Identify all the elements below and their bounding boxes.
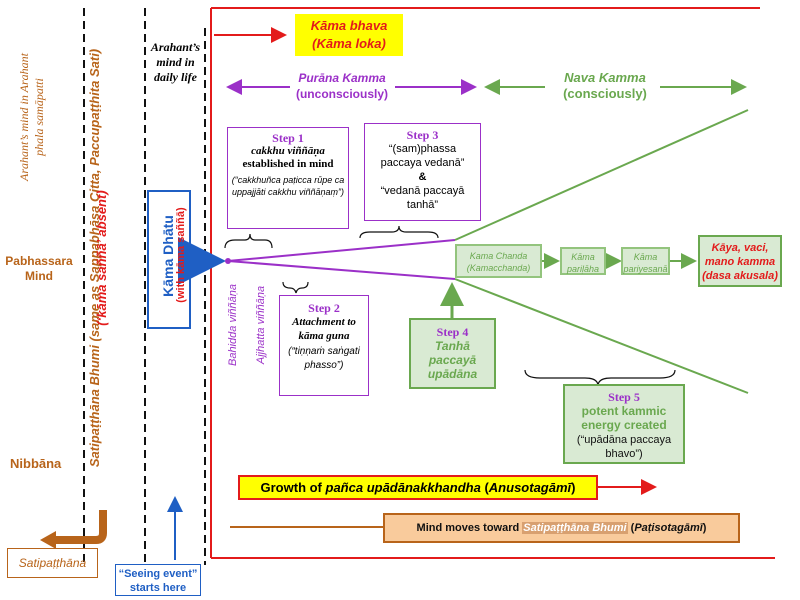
growth-box: Growth of pañca upādānakkhandha (Anusota… xyxy=(238,475,598,500)
kama-bhava-line1: Kāma bhava xyxy=(310,18,388,33)
step2-line2: kāma guna xyxy=(298,330,350,342)
nava-kamma-label: Nava Kamma (consciously) xyxy=(545,70,665,102)
purana-kamma-line1: Purāna Kamma xyxy=(298,71,386,85)
final-line2: mano kamma xyxy=(704,256,776,268)
step2-box: Step 2 Attachment to kāma guna (“tiṇṇaṁ … xyxy=(279,295,369,396)
bahidda-vinnana-label: Bahidda viññāṇa xyxy=(227,284,239,366)
kama-bhava-line2: (Kāma loka) xyxy=(312,36,386,51)
step5-title: Step 5 xyxy=(608,390,640,404)
kama-pariyesana-box: Kāma pariyesanā xyxy=(621,247,670,275)
growth-prefix: Growth of xyxy=(260,480,326,495)
arahant-daily-label: Arahant’s mind in daily life xyxy=(150,40,201,84)
purple-ray-upper xyxy=(227,239,456,262)
growth-suffix: ( xyxy=(480,480,489,495)
step1-box: Step 1 cakkhu viññāṇa established in min… xyxy=(227,127,349,229)
step4-line1: Tanhā xyxy=(435,339,470,353)
mind-moves-italic2: Paṭisotagāmī xyxy=(634,522,703,534)
nava-kamma-line1: Nava Kamma xyxy=(564,70,646,85)
growth-italic2: Anusotagāmī xyxy=(488,480,572,495)
pariyesana-line1: Kāma xyxy=(633,252,658,262)
parilaha-line2: pariḷāha xyxy=(566,264,600,274)
step1-brace xyxy=(224,233,273,249)
kama-dhatu-subtitle: (with kāma saññā) xyxy=(175,207,187,303)
final-line3: (dasa akusala) xyxy=(702,270,778,282)
step5-quote: (“upādāna paccaya bhavo”) xyxy=(576,434,672,460)
step1-line2: established in mind xyxy=(242,158,334,170)
pariyesana-line2: pariyesanā xyxy=(623,264,668,274)
step2-quote: (“tiṇṇaṁ saṅgati phasso”) xyxy=(288,346,360,371)
kama-sanna-absent-label: (‘kāma saññā’ absent) xyxy=(94,190,109,326)
kama-chanda-line1: Kama Chanda xyxy=(469,251,528,261)
brown-return-arrow xyxy=(55,510,107,544)
nibbana-label: Nibbāna xyxy=(10,456,62,471)
kama-parilaha-box: Kāma pariḷāha xyxy=(560,247,606,275)
ajjhatta-vinnana-label: Ajjhatta viññāṇa xyxy=(255,285,267,365)
step4-box: Step 4 Tanhā paccayā upādāna xyxy=(409,318,496,389)
step2-title: Step 2 xyxy=(308,301,340,315)
arahant-phala-label: Arahant’s mind in Arahant phala samāpatt… xyxy=(17,53,46,181)
step3-title: Step 3 xyxy=(406,128,439,142)
mind-moves-box: Mind moves toward Satipaṭṭhāna Bhumi (Pa… xyxy=(383,513,740,543)
step2-brace xyxy=(282,281,309,294)
step3-line1: “(sam)phassa paccaya vedanā” xyxy=(380,143,465,169)
step4-title: Step 4 xyxy=(436,325,469,339)
step3-line2: “vedanā paccayā tanhā” xyxy=(380,185,465,211)
step1-title: Step 1 xyxy=(272,131,304,145)
seeing-event-box: “Seeing event” starts here xyxy=(115,564,201,596)
parilaha-line1: Kāma xyxy=(571,252,595,262)
brown-return-arrow-head xyxy=(40,531,56,549)
step3-box: Step 3 “(sam)phassa paccaya vedanā” & “v… xyxy=(364,123,481,221)
purple-ray-lower xyxy=(227,260,456,280)
step3-amp: & xyxy=(418,171,427,183)
kama-bhava-box: Kāma bhava (Kāma loka) xyxy=(295,14,403,56)
step3-brace xyxy=(359,225,439,239)
step5-line1: potent kammic xyxy=(581,404,667,418)
final-line1: Kāya, vaci, xyxy=(711,242,769,254)
step5-line2: energy created xyxy=(581,418,667,432)
satipatthana-box: Satipaṭṭhāna xyxy=(7,548,98,578)
mind-moves-prefix: Mind moves toward xyxy=(416,522,523,534)
growth-italic: pañca upādānakkhandha xyxy=(325,480,481,495)
step1-line1: cakkhu viññāṇa xyxy=(251,145,325,157)
kama-dhatu-box: Kāma Dhātu (with kāma saññā) xyxy=(147,190,191,329)
mind-moves-suffix: ( xyxy=(627,522,635,534)
growth-end: ) xyxy=(571,480,576,495)
mind-moves-end: ) xyxy=(702,522,707,534)
step5-box: Step 5 potent kammic energy created (“up… xyxy=(563,384,685,464)
green-ray-lower xyxy=(454,278,749,394)
kama-chanda-box: Kama Chanda (Kamacchanda) xyxy=(455,244,542,278)
step1-quote: (“cakkhuñca paṭicca rūpe ca uppajjāti ca… xyxy=(231,175,345,197)
dasa-akusala-box: Kāya, vaci, mano kamma (dasa akusala) xyxy=(698,235,782,287)
origin-point xyxy=(225,258,231,264)
step2-line1: Attachment to xyxy=(292,316,356,328)
kama-chanda-line2: (Kamacchanda) xyxy=(466,263,531,273)
pabhassara-label: Pabhassara Mind xyxy=(5,254,73,283)
nava-kamma-line2: (consciously) xyxy=(563,86,647,101)
purana-kamma-line2: (unconsciously) xyxy=(295,87,388,101)
green-ray-upper xyxy=(454,109,749,241)
purana-kamma-label: Purāna Kamma (unconsciously) xyxy=(282,70,402,102)
mind-moves-italic: Satipaṭṭhāna Bhumi xyxy=(522,522,628,534)
step4-line2: paccayā xyxy=(428,353,477,367)
step4-line3: upādāna xyxy=(427,367,478,381)
